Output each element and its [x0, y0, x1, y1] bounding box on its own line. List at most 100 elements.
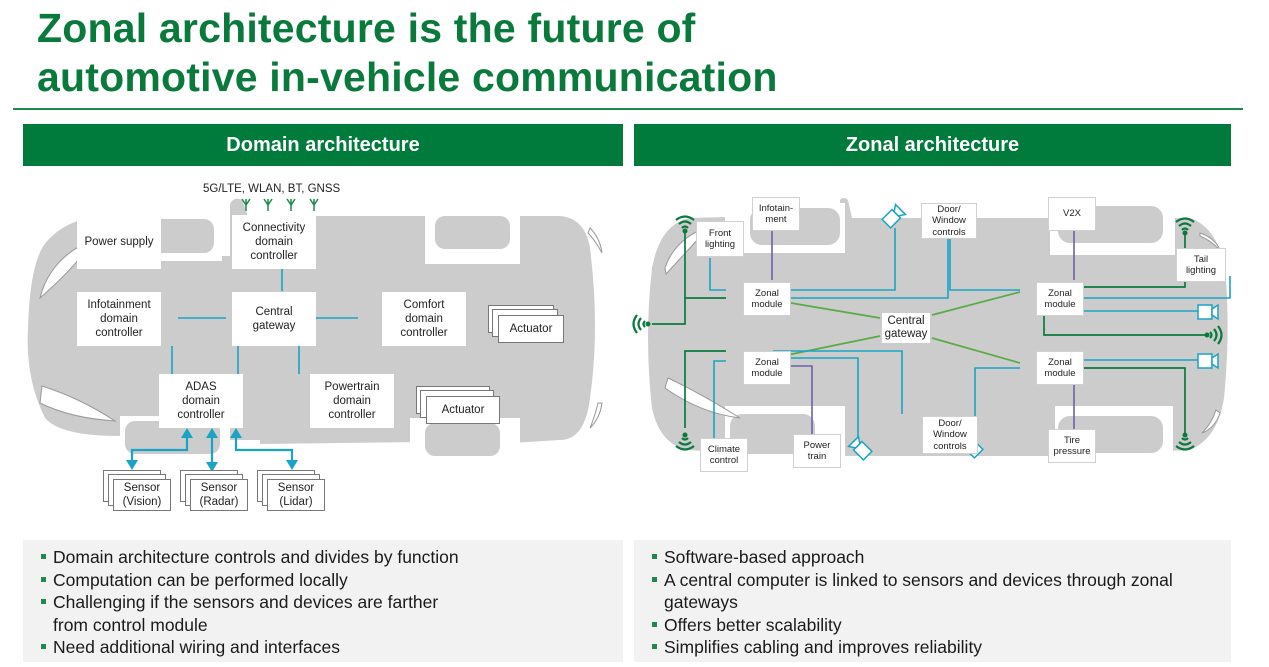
wheel-rear-bottom [425, 423, 500, 456]
link-door-window-top [773, 238, 949, 299]
link-antenna-rear [1043, 315, 1205, 336]
link-antenna-front [652, 298, 686, 325]
zonal-architecture-diagram: Front lighting Infotain- ment Door/ Wind… [630, 188, 1245, 488]
page-title-line-2: automotive in-vehicle communication [37, 54, 778, 100]
camera-icon [881, 203, 907, 229]
antenna-group [241, 198, 319, 211]
headlight-bottom [664, 377, 741, 419]
power-train-box: Power train [793, 434, 841, 468]
sensor-stack-radar: Sensor (Radar) [180, 470, 250, 516]
zonal-module-rear-left: Zonal module [743, 351, 791, 385]
link-door-window-bottom [773, 350, 903, 414]
powertrain-domain-controller-box: Powertrain domain controller [310, 374, 394, 428]
domain-architecture-diagram: 5G/LTE, WLAN, BT, GNSS Power supply Conn… [20, 178, 620, 523]
tire-pressure-box: Tire pressure [1048, 429, 1096, 463]
link-front-lighting [709, 258, 726, 291]
car-body [648, 198, 1228, 463]
link-adas-lidar [234, 436, 294, 460]
bullet-item: A central computer is linked to sensors … [652, 569, 1231, 614]
domain-bullet-panel: Domain architecture controls and divides… [23, 540, 623, 662]
link-tail-lighting [1067, 276, 1231, 299]
page-title: Zonal architecture is the future of auto… [37, 4, 778, 102]
zonal-module-front-right: Zonal module [1036, 282, 1084, 316]
wheel-front-bottom [125, 421, 220, 454]
central-gateway-box: Central gateway [882, 313, 930, 343]
bullet-item: Computation can be performed locally [41, 569, 623, 592]
arrow-down-icon [206, 462, 218, 472]
wifi-icon [1175, 432, 1195, 451]
link-camera-fl [773, 228, 896, 291]
title-divider [13, 108, 1243, 110]
link-adas-vision [130, 436, 189, 460]
bullet-item: Challenging if the sensors and devices a… [41, 591, 623, 636]
link-climate [713, 360, 726, 446]
wifi-icon [632, 314, 651, 334]
domain-architecture-heading: Domain architecture [23, 124, 623, 166]
arrow-up-icon [181, 428, 193, 438]
antenna-icon [309, 198, 319, 211]
zonal-bullet-list: Software-based approach A central comput… [634, 540, 1231, 659]
zonal-architecture-heading: Zonal architecture [634, 124, 1231, 166]
bullet-item: Offers better scalability [652, 614, 1231, 637]
taillight-top [587, 227, 603, 254]
infotainment-domain-controller-box: Infotainment domain controller [77, 292, 161, 346]
connectivity-domain-controller-box: Connectivity domain controller [232, 215, 316, 269]
wifi-icon [675, 432, 695, 451]
arrow-down-icon [286, 460, 298, 470]
link-camera-rl [773, 357, 859, 446]
climate-control-box: Climate control [700, 438, 748, 472]
actuator-stack-powertrain: Actuator [416, 386, 501, 426]
power-supply-box: Power supply [77, 215, 161, 269]
antenna-icon [286, 198, 296, 211]
adas-domain-controller-box: ADAS domain controller [159, 374, 243, 428]
domain-bullet-list: Domain architecture controls and divides… [23, 540, 623, 659]
v2x-box: V2X [1048, 197, 1096, 231]
wireless-icons [632, 215, 1223, 451]
link-zonal-rr-gateway [931, 337, 1021, 364]
actuator-box: Actuator [426, 396, 500, 424]
wheel-rear-right-top [435, 216, 510, 249]
actuator-box: Actuator [498, 315, 564, 343]
arrow-up-icon [230, 428, 242, 438]
camera-icon [1197, 303, 1219, 321]
infotainment-box: Infotain- ment [752, 197, 800, 231]
bullet-item: Domain architecture controls and divides… [41, 546, 623, 569]
tail-lighting-box: Tail lighting [1176, 248, 1226, 282]
front-lighting-box: Front lighting [696, 221, 744, 257]
headlight-bottom [39, 385, 117, 422]
door-window-controls-bottom-box: Door/ Window controls [922, 416, 978, 454]
door-window-controls-top-box: Door/ Window controls [921, 203, 977, 239]
central-gateway-box: Central gateway [232, 292, 316, 346]
page-title-line-1: Zonal architecture is the future of [37, 5, 696, 51]
wheel-front-left [152, 219, 214, 253]
actuator-stack-comfort: Actuator [488, 305, 573, 345]
bullet-item: Software-based approach [652, 546, 1231, 569]
zonal-bullet-panel: Software-based approach A central comput… [634, 540, 1231, 662]
antenna-icon [263, 198, 273, 211]
antenna-icon [241, 198, 251, 211]
connectivity-protocols-label: 5G/LTE, WLAN, BT, GNSS [203, 183, 341, 195]
bullet-item: Need additional wiring and interfaces [41, 636, 623, 659]
comfort-domain-controller-box: Comfort domain controller [382, 292, 466, 346]
bullet-item: Simplifies cabling and improves reliabil… [652, 636, 1231, 659]
taillight-bottom [589, 402, 603, 429]
zonal-module-rear-right: Zonal module [1036, 351, 1084, 385]
sensor-vision-box: Sensor (Vision) [113, 479, 171, 511]
link-antenna-rl [684, 350, 726, 428]
sensor-lidar-box: Sensor (Lidar) [267, 479, 325, 511]
wifi-icon [675, 215, 695, 234]
arrow-up-icon [206, 428, 218, 438]
link-camera-fr [949, 228, 1020, 291]
wifi-icon [1204, 325, 1223, 345]
sensor-stack-lidar: Sensor (Lidar) [257, 470, 327, 516]
zonal-module-front-left: Zonal module [743, 282, 791, 316]
zonal-diagram-graphics [632, 198, 1231, 463]
arrow-down-icon [126, 460, 138, 470]
wifi-icon [1175, 217, 1195, 236]
link-antenna-rr [1067, 367, 1186, 433]
link-zonal-fr-gateway [931, 291, 1021, 316]
camera-icon [847, 435, 873, 461]
camera-icon [1197, 352, 1219, 370]
taillight-bottom [1201, 409, 1221, 434]
sensor-stack-vision: Sensor (Vision) [103, 470, 173, 516]
